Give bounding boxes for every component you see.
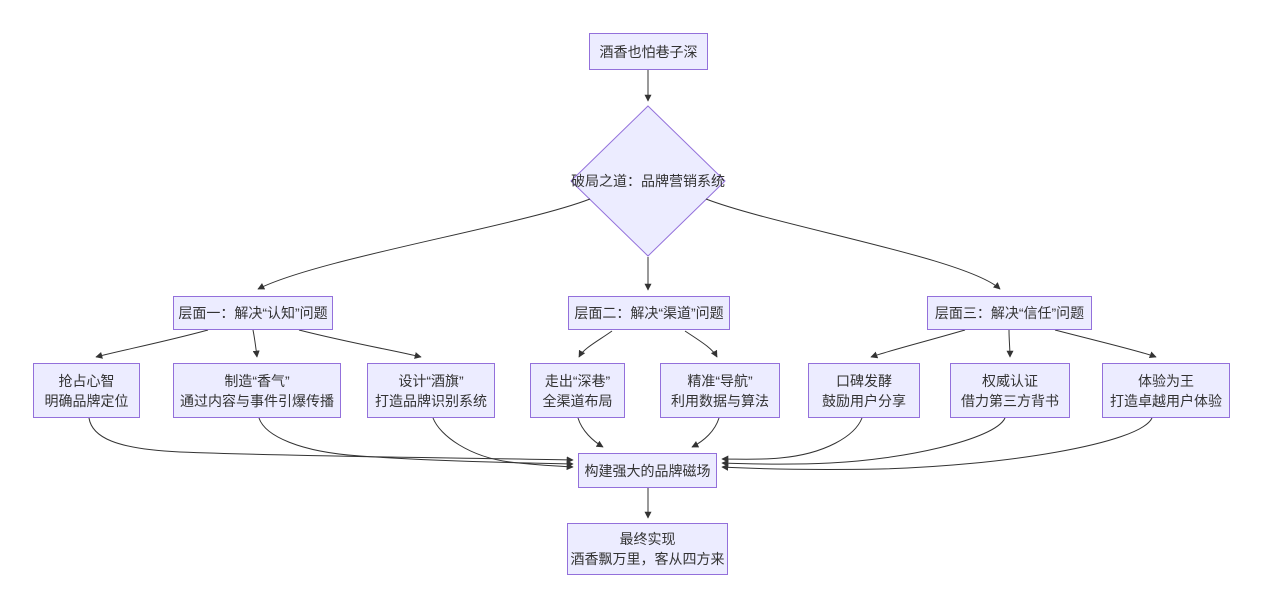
edge-layer2-to-alley <box>578 330 613 358</box>
node-navigation-line2: 利用数据与算法 <box>671 392 769 409</box>
node-aroma: 制造“香气” 通过内容与事件引爆传播 <box>173 363 341 418</box>
edge-layer1-to-positioning <box>95 329 209 359</box>
node-aroma-line1: 制造“香气” <box>224 372 290 389</box>
node-positioning-line1: 抢占心智 <box>58 372 115 389</box>
node-experience-line2: 打造卓越用户体验 <box>1110 392 1222 409</box>
node-word-of-mouth-line1: 口碑发酵 <box>836 372 892 389</box>
edge-navigation-to-magnet <box>691 417 720 448</box>
edge-layer3-to-wom <box>870 329 966 359</box>
node-word-of-mouth-line2: 鼓励用户分享 <box>822 392 906 409</box>
node-final-result-line2: 酒香飘万里，客从四方来 <box>570 551 725 567</box>
node-brand-identity-line1: 设计“酒旗” <box>398 372 464 389</box>
edge-flag-to-magnet <box>432 417 574 471</box>
edge-layer3-to-experience <box>1054 329 1157 359</box>
edge-layer2-to-navigation <box>684 330 718 358</box>
edge-authority-to-magnet <box>721 417 1006 467</box>
edge-wom-to-magnet <box>721 417 863 463</box>
node-decision-label: 破局之道：品牌营销系统 <box>568 166 728 196</box>
edge-experience-to-magnet <box>721 417 1153 471</box>
node-authority: 权威认证 借力第三方背书 <box>950 363 1070 418</box>
edge-layer1-to-flag <box>298 329 422 359</box>
node-omnichannel-line1: 走出“深巷” <box>544 372 611 389</box>
node-experience-line1: 体验为王 <box>1138 372 1194 389</box>
decision-diamond-shape <box>570 105 726 257</box>
node-layer3-trust: 层面三：解决“信任”问题 <box>927 296 1092 330</box>
edge-positioning-to-magnet <box>88 417 574 464</box>
decision-label-text: 破局之道：品牌营销系统 <box>571 173 725 189</box>
node-positioning-line2: 明确品牌定位 <box>44 392 129 409</box>
edge-aroma-to-magnet <box>258 417 574 468</box>
edge-decision-to-layer3 <box>705 198 1001 290</box>
node-omnichannel: 走出“深巷” 全渠道布局 <box>530 363 625 418</box>
edge-alley-to-magnet <box>577 417 604 448</box>
node-authority-line2: 借力第三方背书 <box>961 392 1059 409</box>
node-brand-identity-line2: 打造品牌识别系统 <box>375 392 487 409</box>
node-layer1-awareness: 层面一：解决“认知”问题 <box>173 296 333 330</box>
edge-layer1-to-aroma <box>252 329 260 358</box>
edge-decision-to-layer1 <box>257 198 591 290</box>
node-experience: 体验为王 打造卓越用户体验 <box>1102 363 1230 418</box>
node-navigation: 精准“导航” 利用数据与算法 <box>660 363 780 418</box>
node-layer1-label: 层面一：解决“认知”问题 <box>178 305 328 321</box>
node-final-result: 最终实现 酒香飘万里，客从四方来 <box>567 523 728 575</box>
node-pain-point-label: 酒香也怕巷子深 <box>599 43 698 60</box>
node-navigation-line1: 精准“导航” <box>687 372 753 389</box>
edge-layer3-to-authority <box>1006 329 1014 358</box>
node-final-result-line1: 最终实现 <box>619 531 676 547</box>
node-aroma-line2: 通过内容与事件引爆传播 <box>180 392 334 409</box>
node-pain-point: 酒香也怕巷子深 <box>589 33 708 70</box>
node-layer2-channel: 层面二：解决“渠道”问题 <box>568 296 730 330</box>
node-authority-line1: 权威认证 <box>982 372 1038 389</box>
node-positioning: 抢占心智 明确品牌定位 <box>33 363 140 418</box>
node-brand-magnet-label: 构建强大的品牌磁场 <box>584 462 711 479</box>
node-layer2-label: 层面二：解决“渠道”问题 <box>574 305 724 321</box>
node-brand-magnet: 构建强大的品牌磁场 <box>578 453 717 488</box>
node-word-of-mouth: 口碑发酵 鼓励用户分享 <box>808 363 920 418</box>
node-layer3-label: 层面三：解决“信任”问题 <box>934 305 1085 321</box>
node-brand-identity: 设计“酒旗” 打造品牌识别系统 <box>367 363 495 418</box>
node-omnichannel-line2: 全渠道布局 <box>542 392 613 409</box>
